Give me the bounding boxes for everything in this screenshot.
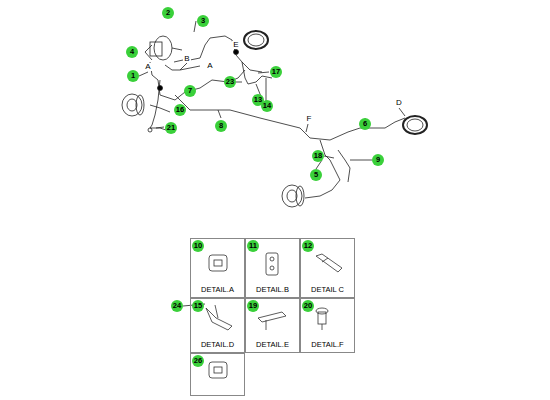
callout-number: 12 [302, 240, 314, 252]
view-letter: B [183, 55, 190, 63]
view-letter: A [206, 62, 213, 70]
detail-label: DETAIL.D [191, 340, 244, 349]
callout-number: 19 [247, 300, 259, 312]
callout-number: 24 [171, 300, 183, 312]
view-letter: F [306, 115, 313, 123]
callout-number: 3 [197, 15, 209, 27]
callout-number: 15 [192, 300, 204, 312]
callout-number: 21 [165, 122, 177, 134]
detail-cell: 11DETAIL.B [245, 238, 300, 298]
detail-label: DETAIL.F [301, 340, 354, 349]
callout-number: 20 [302, 300, 314, 312]
callout-number: 18 [312, 150, 324, 162]
view-letter: D [395, 99, 403, 107]
callout-number: 4 [126, 46, 138, 58]
callout-number: 8 [215, 120, 227, 132]
callout-number: 17 [270, 66, 282, 78]
callout-number: 26 [192, 355, 204, 367]
callout-number: 1 [127, 70, 139, 82]
detail-label: DETAIL.E [246, 340, 299, 349]
callout-number: 5 [310, 169, 322, 181]
callout-number: 11 [247, 240, 259, 252]
callout-number: 6 [359, 118, 371, 130]
view-letter: E [232, 41, 239, 49]
callout-number: 10 [192, 240, 204, 252]
callout-number: 9 [372, 154, 384, 166]
view-letter: A [144, 63, 151, 71]
callout-number: 2 [162, 7, 174, 19]
callout-number: 7 [184, 85, 196, 97]
detail-label: DETAIL.A [191, 285, 244, 294]
detail-cell: 20DETAIL.F [300, 298, 355, 353]
callout-number: 23 [224, 76, 236, 88]
detail-cell: 26 [190, 353, 245, 396]
detail-cell: 19DETAIL.E [245, 298, 300, 353]
detail-label: DETAIL.B [246, 285, 299, 294]
detail-cell: 12DETAIL C [300, 238, 355, 298]
detail-cell: 10DETAIL.A [190, 238, 245, 298]
detail-label: DETAIL C [301, 285, 354, 294]
callout-number: 14 [261, 100, 273, 112]
callout-number: 16 [174, 104, 186, 116]
detail-cell: 15DETAIL.D [190, 298, 245, 353]
